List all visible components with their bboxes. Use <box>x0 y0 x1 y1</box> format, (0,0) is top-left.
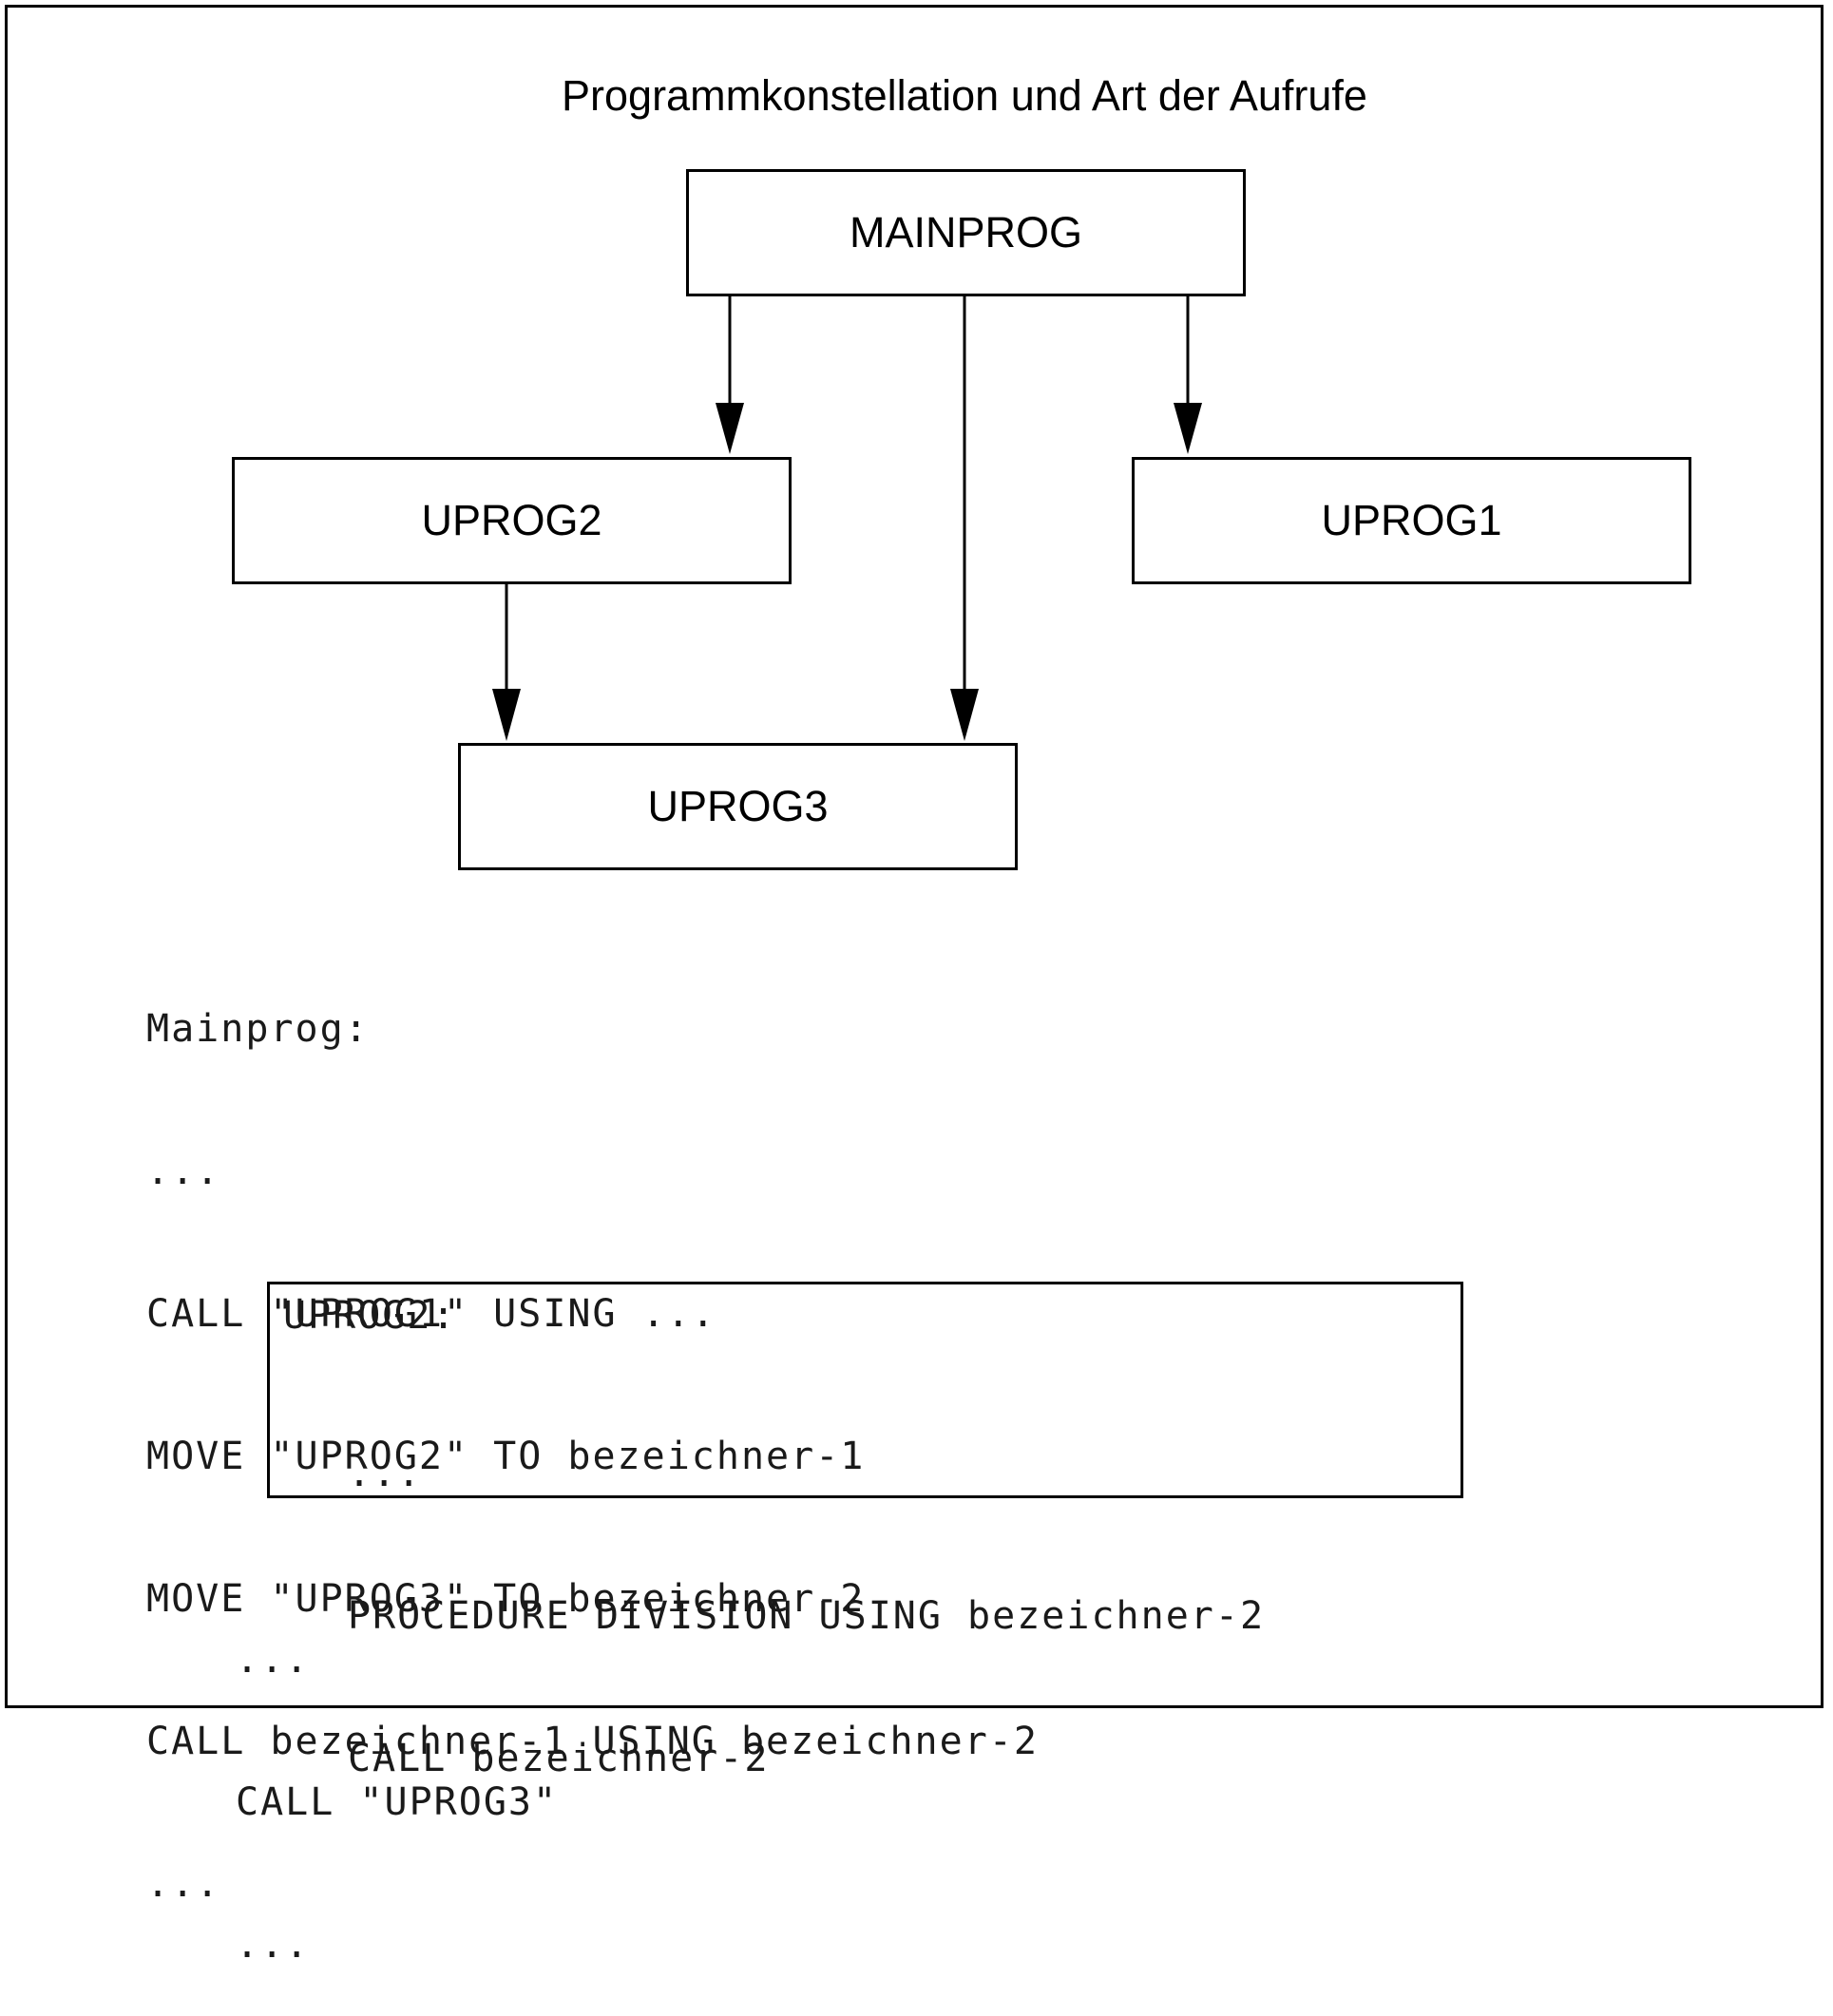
arrowhead-uprog3-main <box>950 689 979 741</box>
arrowhead-uprog2 <box>716 403 744 454</box>
code-line: MOVE "UPROG2" TO bezeichner-1 <box>146 1435 866 1478</box>
code-line: Mainprog: <box>146 1007 370 1051</box>
uprog2-code-label: UPROG2: <box>283 1294 457 1338</box>
code-line: ... <box>236 1638 311 1682</box>
code-line: MOVE "UPROG3" TO bezeichner-2 <box>146 1577 866 1621</box>
uprog2-tail-code: ... CALL "UPROG3" ... <box>236 1541 558 2016</box>
node-uprog3-label: UPROG3 <box>647 782 829 830</box>
node-uprog1-label: UPROG1 <box>1321 496 1502 544</box>
code-line: PROCEDURE DIVISION USING bezeichner-2 <box>348 1594 1266 1638</box>
node-uprog1: UPROG1 <box>1132 457 1691 584</box>
code-line: CALL "UPROG1" USING ... <box>146 1292 716 1336</box>
arrowhead-uprog3-u2 <box>492 689 521 741</box>
call-arrows <box>492 295 1202 741</box>
node-uprog2-label: UPROG2 <box>421 496 602 544</box>
code-line: ... <box>236 1923 311 1967</box>
code-line: ... <box>146 1150 221 1193</box>
arrowhead-uprog1 <box>1174 403 1202 454</box>
node-mainprog-label: MAINPROG <box>849 208 1083 257</box>
node-uprog2: UPROG2 <box>232 457 792 584</box>
node-mainprog: MAINPROG <box>686 169 1246 296</box>
uprog2-code-box: UPROG2: ... PROCEDURE DIVISION USING bez… <box>267 1282 1463 1780</box>
diagram-title: Programmkonstellation und Art der Aufruf… <box>562 71 1367 120</box>
node-uprog3: UPROG3 <box>458 743 1018 870</box>
code-line: ... <box>348 1452 423 1495</box>
code-line: CALL "UPROG3" <box>236 1780 559 1824</box>
